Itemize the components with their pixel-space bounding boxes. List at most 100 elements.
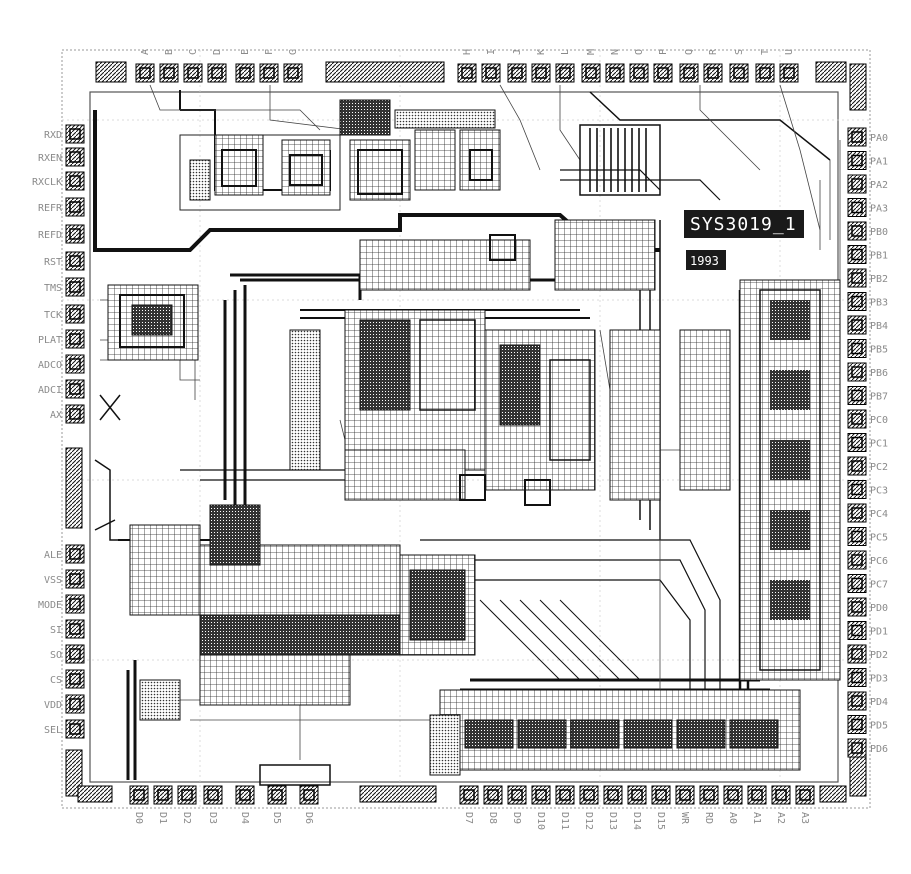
right-pad-inner (851, 272, 863, 284)
top-pad-inner (707, 67, 719, 79)
left-pad-inner (69, 548, 81, 560)
right-pad (847, 691, 867, 711)
bottom-pin-label: D13 (607, 812, 618, 830)
right-pad-inner (851, 413, 863, 425)
right-pin-label: PB1 (870, 251, 888, 262)
top-pin-label: S (734, 49, 745, 55)
top-right-bus-block (554, 124, 661, 291)
right-pin-label: PD2 (870, 650, 888, 661)
right-pad-column (847, 127, 867, 758)
top-pin-label: M (586, 49, 597, 55)
right-pad-inner (851, 436, 863, 449)
left-pad-inner (69, 128, 81, 140)
top-pad-row (135, 63, 799, 83)
left-pad (65, 719, 85, 739)
right-pin-label: PD4 (870, 697, 888, 708)
left-pin-label: RST (44, 257, 62, 268)
right-pad (847, 245, 867, 264)
right-pad-inner (851, 131, 863, 143)
bottom-pad (299, 785, 319, 805)
corner-pads (65, 61, 867, 803)
right-pin-label: PC7 (870, 580, 888, 591)
left-pad-inner (69, 333, 81, 345)
right-pin-label: PB5 (870, 345, 888, 356)
top-pad (605, 63, 625, 83)
bottom-pin-label: A3 (799, 812, 810, 824)
top-pin-label: H (462, 49, 473, 55)
left-pad (65, 147, 85, 167)
bottom-pad-inner (727, 789, 739, 801)
right-pad (847, 174, 867, 194)
right-pin-label: PC3 (870, 486, 888, 497)
top-pad-inner (163, 67, 175, 79)
bottom-pin-label: D7 (463, 812, 474, 824)
left-pad (65, 224, 85, 244)
left-pad-inner (69, 623, 81, 635)
right-pin-label: PC4 (870, 509, 888, 520)
top-pad (629, 63, 649, 83)
left-pin-label: ADCO (38, 360, 62, 371)
bottom-pin-label: A1 (751, 812, 762, 824)
bottom-pad-inner (631, 789, 643, 801)
left-pad-inner (69, 175, 81, 187)
chip-name-label: SYS3019_1 1993 (684, 210, 804, 270)
bottom-pad-inner (679, 789, 691, 801)
right-pad-inner (851, 695, 863, 707)
bottom-pin-label: D15 (655, 812, 666, 830)
bottom-pad-inner (583, 789, 595, 801)
top-pad-inner (559, 67, 571, 79)
right-pad-inner (851, 507, 863, 519)
bottom-pin-label: D5 (271, 812, 282, 824)
top-left-cell-block (179, 134, 341, 211)
right-pad-inner (851, 601, 863, 613)
top-pad (507, 63, 527, 83)
right-pin-label: PD3 (870, 674, 888, 685)
left-pin-label: SO (50, 650, 62, 661)
bottom-pad (603, 785, 623, 805)
right-pad-inner (851, 460, 863, 472)
right-pad-inner (851, 483, 863, 496)
left-pad (65, 251, 85, 271)
left-pin-label: MODE (38, 600, 62, 611)
bottom-pad-inner (181, 789, 193, 801)
left-pad-inner (69, 408, 81, 420)
top-pad (779, 63, 799, 83)
top-center-cell-block (339, 99, 501, 201)
left-pin-label: TMS (44, 283, 62, 294)
top-pad (457, 63, 477, 83)
right-pad (847, 339, 867, 358)
top-pad-inner (263, 67, 275, 79)
left-pad (65, 304, 85, 324)
top-pad (729, 63, 749, 83)
top-pad (207, 63, 227, 83)
right-pin-label: PC0 (870, 415, 888, 426)
right-pad (847, 409, 867, 429)
right-pad-inner (851, 319, 863, 331)
bottom-pad-inner (463, 789, 475, 801)
left-pad-inner (69, 383, 81, 395)
bottom-pad (555, 785, 575, 805)
left-pin-label: RXEN (38, 153, 62, 164)
right-pad-inner (851, 671, 863, 684)
left-pin-label: CS (50, 675, 62, 686)
bottom-pad (531, 785, 551, 805)
bottom-pad (579, 785, 599, 805)
top-pad-inner (287, 67, 299, 79)
left-pad (65, 644, 85, 664)
top-pad-inner (239, 67, 251, 79)
left-pad (65, 379, 85, 399)
bottom-pin-label: D6 (303, 812, 314, 824)
right-pad (847, 198, 867, 217)
left-pad-inner (69, 598, 81, 610)
top-pad (703, 63, 723, 83)
bottom-pad-inner (157, 789, 169, 801)
right-pin-label: PB7 (870, 392, 888, 403)
right-pad (847, 221, 867, 241)
right-pad (847, 151, 867, 170)
right-pin-label: PD1 (870, 627, 888, 638)
right-pad-inner (851, 154, 863, 167)
left-pad (65, 544, 85, 564)
bottom-pad (129, 785, 149, 805)
left-pad (65, 669, 85, 689)
